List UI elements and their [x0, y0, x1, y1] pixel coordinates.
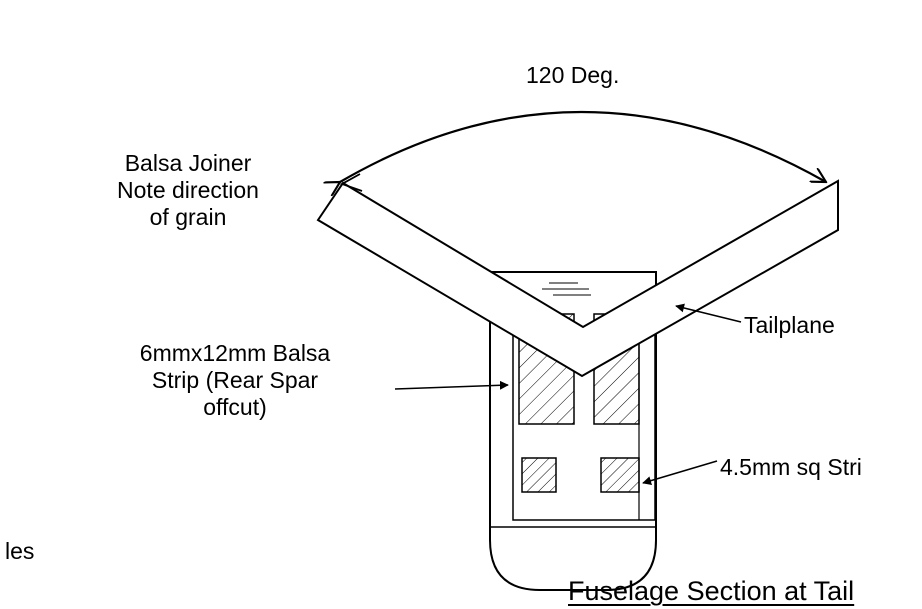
tailplane	[316, 179, 839, 378]
square-strip-left	[521, 457, 557, 493]
balsa-joiner-label: Balsa Joiner Note direction of grain	[78, 150, 298, 231]
angle-arc	[340, 110, 826, 182]
diagram-title: Fuselage Section at Tail	[568, 576, 855, 606]
joiner-label-line2: Note direction	[117, 177, 259, 203]
strip-label-line2: Strip (Rear Spar	[151, 367, 319, 393]
strip-label-line1: 6mmx12mm Balsa	[139, 340, 331, 366]
fuselage-inner-wall	[512, 314, 656, 521]
tailplane-leader-arrow	[675, 303, 742, 323]
joiner-label-line1: Balsa Joiner	[124, 150, 252, 176]
square-strip-label: 4.5mm sq Stri	[720, 454, 862, 480]
joiner-label-line3: of grain	[149, 204, 227, 230]
fuselage-outline	[489, 271, 657, 591]
tailplane-label: Tailplane	[744, 312, 835, 338]
left-fragment-label: les	[5, 538, 35, 564]
square-strip-leader-arrow	[642, 460, 718, 486]
strip-leader-arrow	[394, 380, 509, 390]
strip-label-line3: offcut)	[203, 394, 267, 420]
angle-arc-start-head	[339, 173, 363, 192]
balsa-strip-label: 6mmx12mm Balsa Strip (Rear Spar offcut)	[95, 340, 375, 421]
angle-label: 120 Deg.	[526, 62, 620, 88]
square-strip-right	[600, 457, 640, 493]
